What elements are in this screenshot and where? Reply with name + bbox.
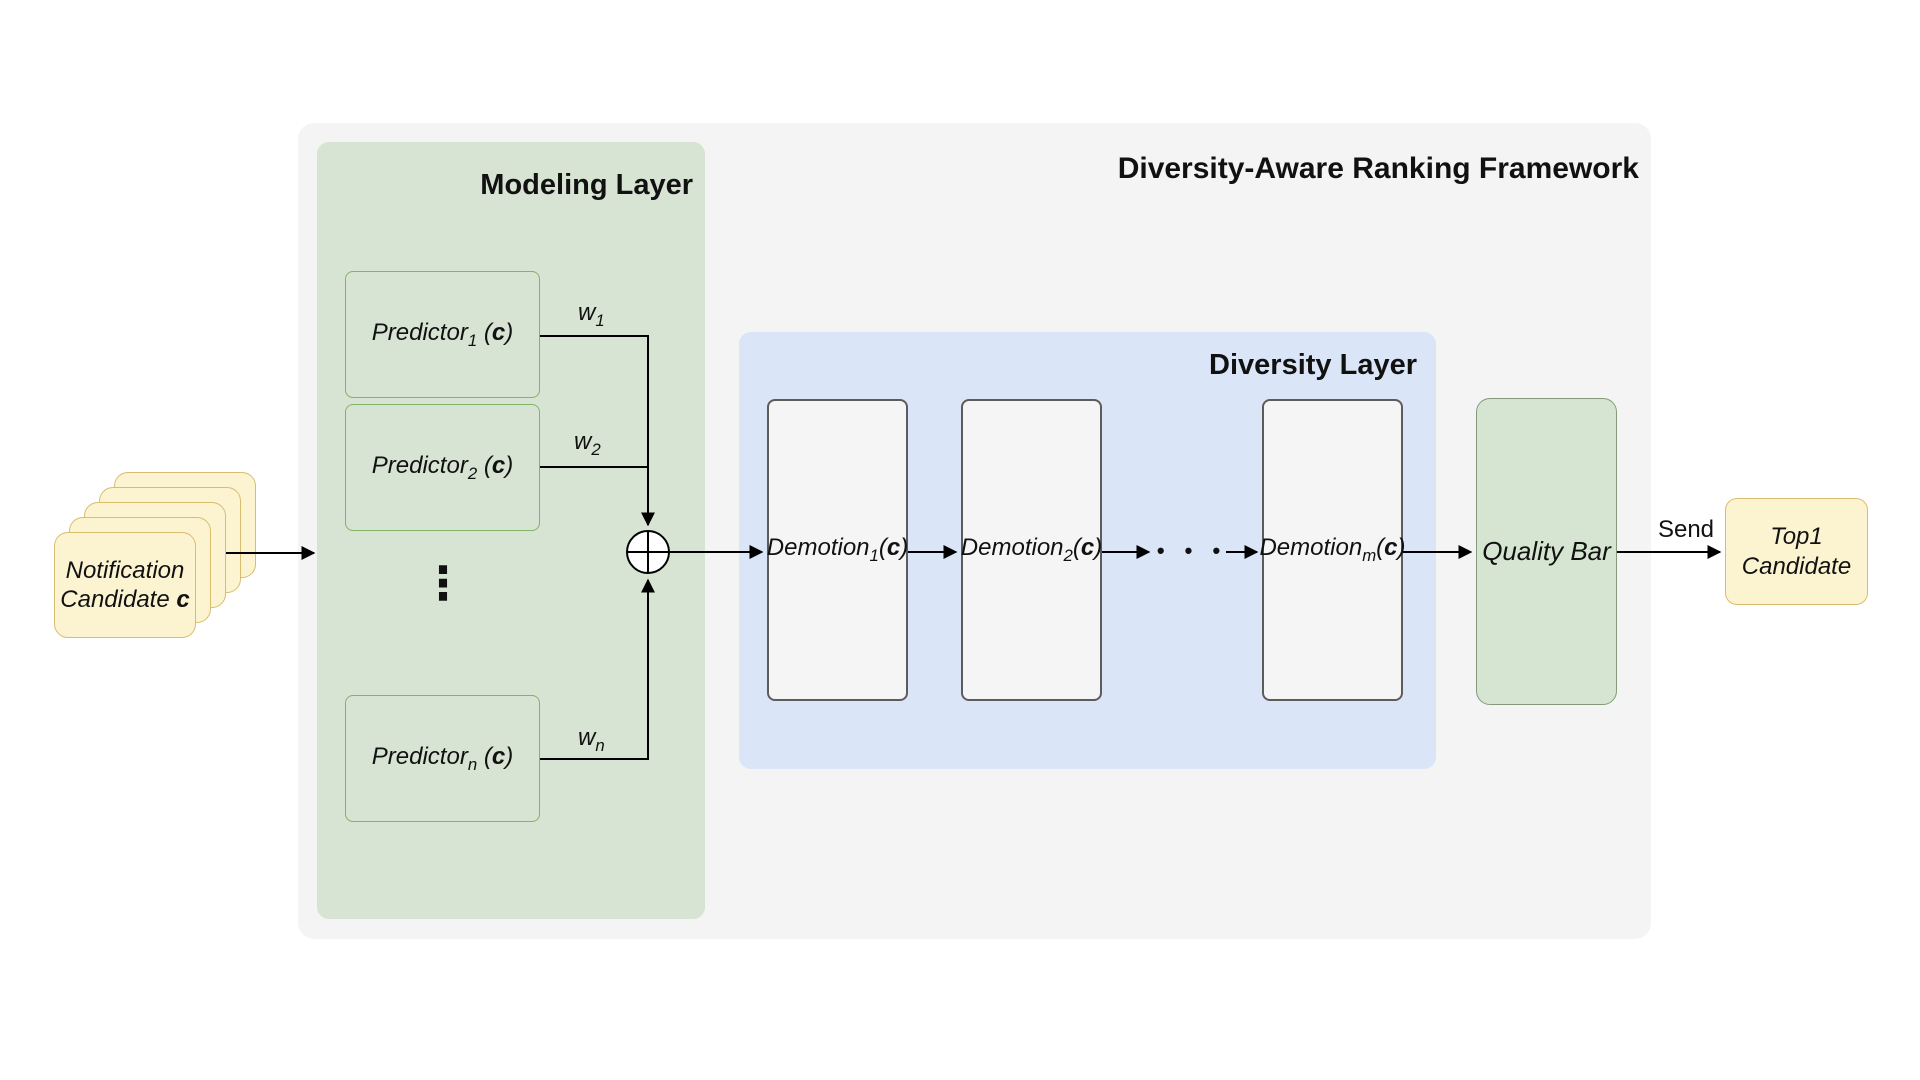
label-part: ( <box>477 318 492 346</box>
label-arg: c <box>1080 534 1095 562</box>
label-part: Predictor <box>371 318 468 346</box>
predictor-1-label: Predictor1 (c) <box>372 318 513 351</box>
label-subscript: n <box>595 735 605 755</box>
label-subscript: n <box>467 754 478 774</box>
send-label: Send <box>1657 516 1715 543</box>
label-part: w <box>578 724 596 751</box>
label-subscript: 2 <box>591 439 601 459</box>
label-part: Demotion <box>1259 534 1363 562</box>
predictor-vertical-ellipsis: ⋮ <box>420 557 466 609</box>
modeling-layer-title: Modeling Layer <box>480 169 693 201</box>
label-part: ) <box>505 451 514 479</box>
label-part: ) <box>505 318 514 346</box>
demotion-2-label: Demotion2(c) <box>961 533 1102 566</box>
label-part: w <box>578 299 596 326</box>
demotion-m-label: Demotionm(c) <box>1259 533 1405 566</box>
label-arg: c <box>886 534 901 562</box>
label-subscript: 1 <box>467 330 478 350</box>
weight-n-label: wn <box>578 724 605 756</box>
predictor-1-box: Predictor1 (c) <box>345 271 540 398</box>
label-part: ( <box>1072 534 1081 562</box>
demotion-1-label: Demotion1(c) <box>767 533 908 566</box>
quality-bar-box: Quality Bar <box>1476 398 1617 705</box>
quality-bar-label: Quality Bar <box>1482 535 1611 566</box>
demotion-2-box: Demotion2(c) <box>961 399 1102 701</box>
demotion-m-box: Demotionm(c) <box>1259 399 1406 701</box>
label-part: ( <box>477 451 492 479</box>
label-part: ( <box>1376 534 1385 562</box>
label-part: ) <box>1397 534 1406 562</box>
label-subscript: 1 <box>595 310 605 330</box>
label-subscript: 1 <box>869 546 879 566</box>
label-part: Candidate <box>1741 552 1852 580</box>
label-arg: c <box>176 586 190 613</box>
label-part: ) <box>900 534 909 562</box>
diversity-layer-title: Diversity Layer <box>1209 349 1417 381</box>
weight-1-label: w1 <box>578 299 605 331</box>
label-arg: c <box>491 318 506 346</box>
label-part: Predictor <box>371 742 468 770</box>
label-arg: c <box>1384 534 1398 562</box>
predictor-2-box: Predictor2 (c) <box>345 404 540 531</box>
demotion-1-box: Demotion1(c) <box>767 399 908 701</box>
label-part: Top1 <box>1770 523 1823 551</box>
label-part: Demotion <box>766 534 870 562</box>
label-part: ( <box>477 742 492 770</box>
demotion-horizontal-ellipsis: • • • <box>1156 538 1228 563</box>
label-part: Predictor <box>371 451 468 479</box>
label-arg: c <box>491 451 506 479</box>
label-subscript: m <box>1362 546 1377 566</box>
label-part: ) <box>1094 534 1103 562</box>
weight-2-label: w2 <box>574 428 601 460</box>
label-subscript: 2 <box>1063 546 1073 566</box>
label-part: Demotion <box>960 534 1064 562</box>
label-part: ) <box>505 742 514 770</box>
label-part: Candidate <box>60 586 177 613</box>
label-part: ( <box>878 534 887 562</box>
label-arg: c <box>491 742 506 770</box>
framework-title: Diversity-Aware Ranking Framework <box>1117 152 1639 185</box>
label-part: Notification <box>65 556 185 584</box>
predictor-n-label: Predictorn (c) <box>372 742 513 775</box>
label-part: w <box>574 428 592 455</box>
label-subscript: 2 <box>467 463 478 483</box>
predictor-2-label: Predictor2 (c) <box>372 451 513 484</box>
predictor-n-box: Predictorn (c) <box>345 695 540 822</box>
